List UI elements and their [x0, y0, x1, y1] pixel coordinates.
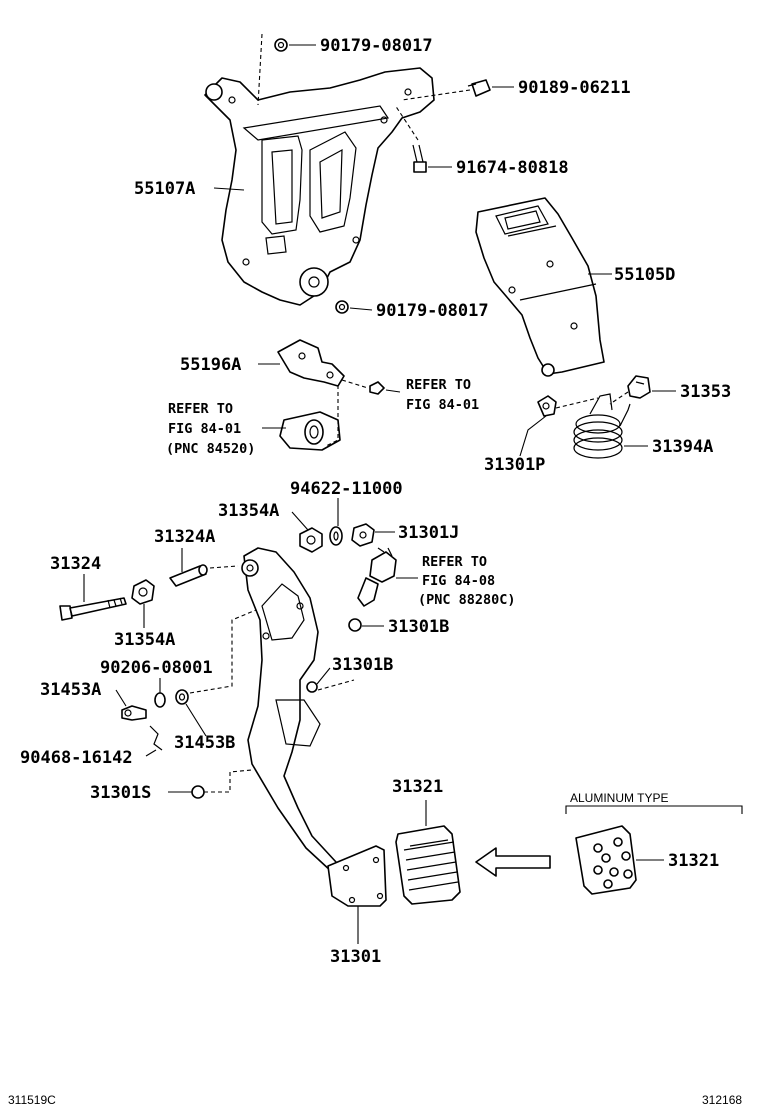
label-31301p: 31301P — [484, 455, 545, 475]
label-31453a: 31453A — [40, 680, 101, 700]
label-31301b-b: 31301B — [332, 655, 393, 675]
nut-90179-08017-top[interactable] — [274, 38, 288, 52]
label-55107a: 55107A — [134, 179, 195, 199]
bolt-31324[interactable] — [59, 597, 127, 621]
ref3-line2: FIG 84-08 — [422, 573, 495, 589]
switch-pnc-84520[interactable] — [279, 411, 341, 451]
pedal-pad-31321-rubber[interactable] — [395, 825, 461, 905]
aluminum-type-bracket — [565, 805, 743, 814]
bolt-90189-06211[interactable] — [467, 79, 491, 97]
ref2-line1: REFER TO — [168, 401, 233, 417]
label-31321-right: 31321 — [668, 851, 719, 871]
aluminum-type-label: ALUMINUM TYPE — [570, 791, 668, 805]
pedal-pad-31321-aluminum[interactable] — [575, 825, 637, 895]
stop-lamp-switch[interactable] — [357, 547, 397, 607]
label-31453b: 31453B — [174, 733, 235, 753]
ref2-line2: FIG 84-01 — [168, 421, 241, 437]
label-31301j: 31301J — [398, 523, 459, 543]
bracket-55105d[interactable] — [475, 197, 605, 377]
nut-refer-84-01[interactable] — [369, 381, 385, 395]
bushing-31453b[interactable] — [175, 689, 189, 705]
cap-31301s[interactable] — [191, 785, 205, 799]
pedal-pad-base[interactable] — [327, 845, 387, 907]
label-31321-left: 31321 — [392, 777, 443, 797]
label-55105d: 55105D — [614, 265, 675, 285]
nut-31301j[interactable] — [351, 523, 375, 547]
bolt-91674-80818[interactable] — [412, 144, 427, 173]
pin-31453a[interactable] — [121, 705, 147, 721]
bracket-55107a[interactable] — [204, 67, 435, 306]
label-90179-08017-mid: 90179-08017 — [376, 301, 489, 321]
cushion-31353[interactable] — [627, 375, 651, 399]
bushing-31354a-bottom[interactable] — [131, 579, 155, 605]
nut-90179-08017-mid[interactable] — [335, 300, 349, 314]
ref1-line2: FIG 84-01 — [406, 397, 479, 413]
label-31324: 31324 — [50, 554, 101, 574]
footer-left-code: 311519C — [8, 1093, 56, 1107]
cap-31301b-a[interactable] — [348, 618, 362, 632]
ref3-line1: REFER TO — [422, 554, 487, 570]
arrow-left-icon — [475, 847, 551, 877]
label-94622-11000: 94622-11000 — [290, 479, 403, 499]
label-91674-80818: 91674-80818 — [456, 158, 569, 178]
ref3-line3: (PNC 88280C) — [418, 592, 516, 608]
bracket-55196a[interactable] — [277, 339, 345, 387]
label-31324a: 31324A — [154, 527, 215, 547]
label-31354a-top: 31354A — [218, 501, 279, 521]
collar-31324a[interactable] — [169, 564, 208, 587]
label-90179-08017-top: 90179-08017 — [320, 36, 433, 56]
label-90189-06211: 90189-06211 — [518, 78, 631, 98]
pedal-lever-31301[interactable] — [241, 547, 341, 873]
label-31301b-a: 31301B — [388, 617, 449, 637]
label-31354a-bottom: 31354A — [114, 630, 175, 650]
label-31394a: 31394A — [652, 437, 713, 457]
bushing-31354a-top[interactable] — [299, 527, 323, 553]
washer-94622-11000[interactable] — [329, 526, 343, 546]
label-31301: 31301 — [330, 947, 381, 967]
washer-90206-08001[interactable] — [154, 692, 166, 708]
ref2-line3: (PNC 84520) — [166, 441, 255, 457]
spring-31394a[interactable] — [573, 393, 631, 459]
clip-31301p[interactable] — [537, 395, 557, 417]
clip-90468-16142[interactable] — [149, 725, 163, 751]
cap-31301b-b[interactable] — [306, 681, 318, 693]
label-55196a: 55196A — [180, 355, 241, 375]
label-90206-08001: 90206-08001 — [100, 658, 213, 678]
label-31301s: 31301S — [90, 783, 151, 803]
ref1-line1: REFER TO — [406, 377, 471, 393]
label-31353: 31353 — [680, 382, 731, 402]
label-90468-16142: 90468-16142 — [20, 748, 133, 768]
footer-right-code: 312168 — [702, 1093, 742, 1107]
